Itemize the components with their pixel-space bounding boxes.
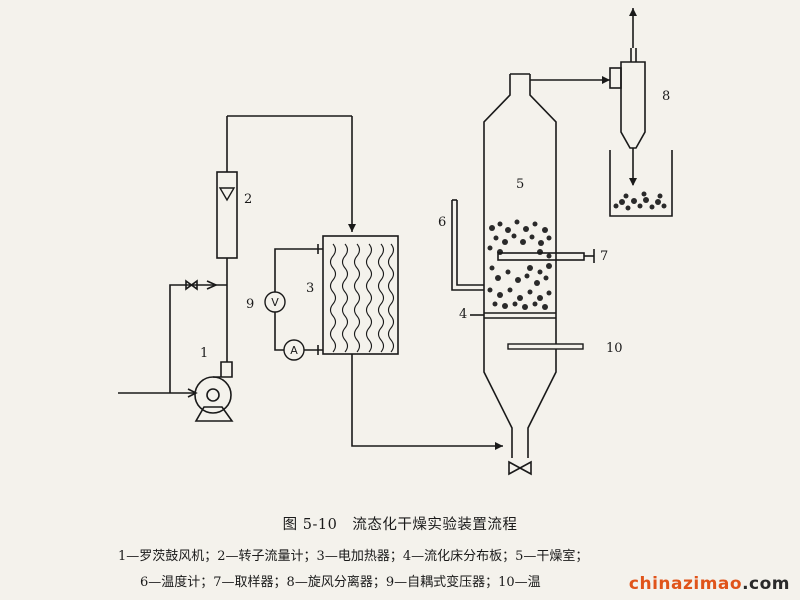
roots-blower — [118, 361, 234, 422]
air-supply-pipe — [226, 115, 356, 362]
sampler — [497, 249, 595, 263]
dryer-outlet-pipe — [530, 76, 610, 84]
watermark-brand: chinazimao — [628, 574, 743, 594]
label-blower: 1 — [200, 346, 208, 361]
drying-chamber — [483, 73, 557, 476]
autotransformer-circuit: V A — [264, 244, 323, 361]
label-rotameter: 2 — [244, 192, 252, 207]
thermometer — [451, 199, 484, 291]
label-dryer: 5 — [516, 177, 524, 192]
hot-air-pipe — [351, 354, 503, 450]
label-thermometer: 6 — [438, 215, 446, 230]
watermark-domain: .com — [742, 574, 790, 594]
ammeter-symbol: A — [290, 344, 298, 357]
label-heater: 3 — [306, 281, 314, 296]
voltmeter-symbol: V — [271, 296, 279, 309]
label-cyclone: 8 — [662, 89, 670, 104]
fluidized-particles — [487, 219, 552, 310]
label-item-10: 10 — [606, 341, 623, 356]
cyclone-separator — [609, 8, 646, 186]
ammeter — [283, 339, 305, 361]
voltmeter — [264, 291, 286, 313]
collection-container — [609, 150, 673, 217]
label-sampler: 7 — [600, 249, 608, 264]
legend-line-2: 6—温度计；7—取样器；8—旋风分离器；9—自耦式变压器；10—温 — [140, 575, 541, 590]
figure-caption: 图 5-10 流态化干燥实验装置流程 — [282, 517, 518, 533]
item-10-bar — [507, 343, 584, 350]
watermark: chinazimao.com — [626, 574, 792, 594]
label-distributor: 4 — [459, 307, 467, 322]
legend-line-1: 1—罗茨鼓风机；2—转子流量计；3—电加热器；4—流化床分布板；5—干燥室； — [118, 549, 589, 564]
label-transformer: 9 — [246, 297, 254, 312]
rotameter — [216, 171, 238, 259]
electric-heater — [322, 235, 399, 355]
bypass-valve-line — [169, 279, 227, 393]
